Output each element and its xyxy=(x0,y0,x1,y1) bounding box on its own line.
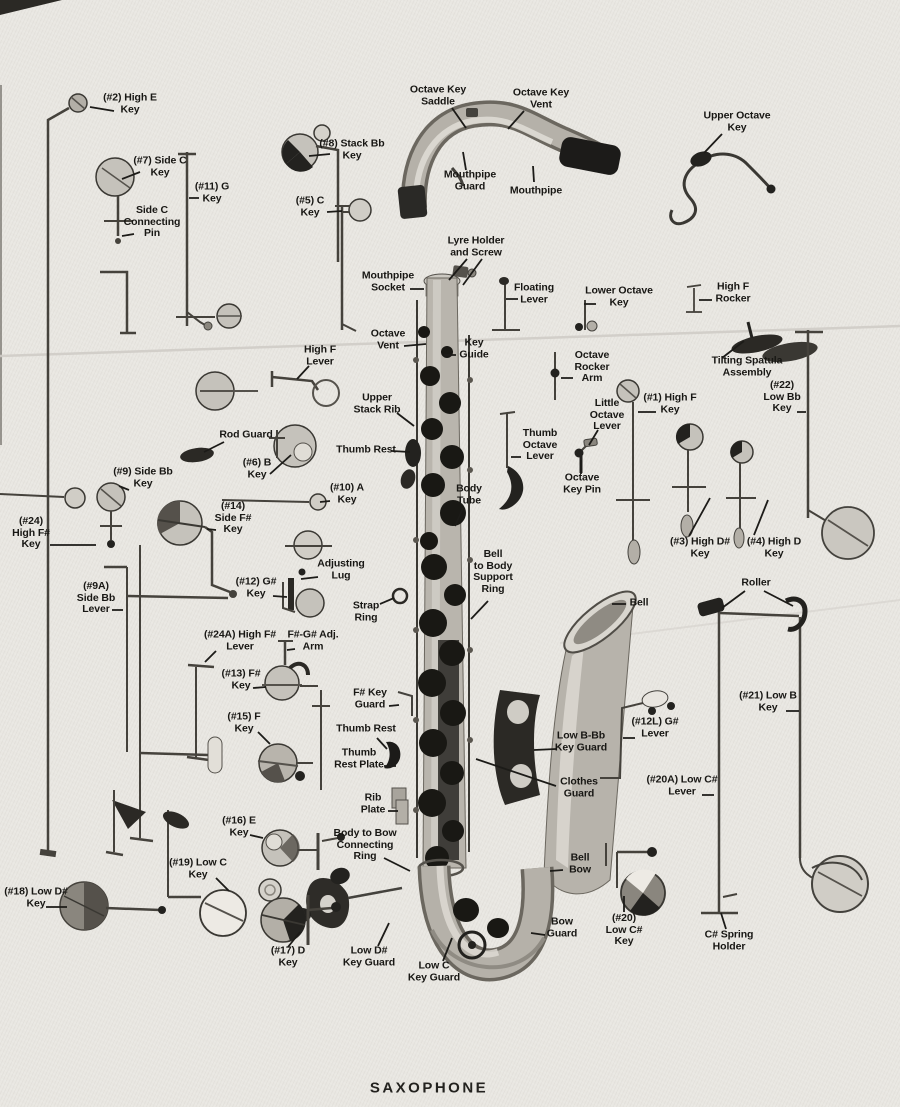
label-18-low-d-sharp-key: (#18) Low D# Key xyxy=(4,885,68,909)
label-c-sharp-spring-holder: C# Spring Holder xyxy=(704,928,754,952)
label-low-d-sharp-key-guard: Low D# Key Guard xyxy=(342,944,396,968)
leader-lines xyxy=(46,106,806,962)
label-strap-ring: Strap Ring xyxy=(352,599,380,623)
label-octave-key-saddle: Octave Key Saddle xyxy=(409,83,467,107)
label-bell-to-body-support-ring: Bell to Body Support Ring xyxy=(473,548,513,595)
label-mouthpipe-socket: Mouthpipe Socket xyxy=(361,269,415,293)
label-mouthpipe-guard: Mouthpipe Guard xyxy=(443,168,497,192)
label-6-b-key: (#6) B Key xyxy=(242,456,272,480)
label-f-sharp-key-guard: F# Key Guard xyxy=(353,686,387,710)
label-24-high-f-sharp-key: (#24) High F# Key xyxy=(12,514,50,550)
label-thumb-rest: Thumb Rest xyxy=(336,443,396,456)
label-bow-guard: Bow Guard xyxy=(546,915,578,939)
body-tube-artwork xyxy=(384,265,477,878)
label-19-low-c-key: (#19) Low C Key xyxy=(169,856,227,880)
right-keys-artwork xyxy=(600,321,875,916)
label-8-stack-bb-key: (#8) Stack Bb Key xyxy=(319,137,385,161)
label-11-g-key: (#11) G Key xyxy=(194,180,230,204)
page-title: SAXOPHONE xyxy=(369,1079,489,1097)
label-key-guide: Key Guide xyxy=(459,336,489,360)
label-high-f-rocker: High F Rocker xyxy=(715,280,751,304)
label-21-low-b-key: (#21) Low B Key xyxy=(739,689,797,713)
label-f-sharp-g-sharp-adj-arm: F#-G# Adj. Arm xyxy=(287,628,339,652)
label-14-side-f-sharp-key: (#14) Side F# Key xyxy=(214,499,252,535)
label-lyre-holder-and-screw: Lyre Holder and Screw xyxy=(447,234,505,258)
label-mouthpipe: Mouthpipe xyxy=(509,184,563,197)
label-15-f-key: (#15) F Key xyxy=(227,710,261,734)
label-20-low-c-sharp-key: (#20) Low C# Key xyxy=(605,911,643,947)
bow-artwork xyxy=(293,865,555,982)
label-rod-guard: Rod Guard xyxy=(219,428,273,441)
label-octave-key-pin: Octave Key Pin xyxy=(563,471,601,495)
label-roller: Roller xyxy=(741,576,771,589)
label-9-side-bb-key: (#9) Side Bb Key xyxy=(113,465,173,489)
label-22-low-bb-key: (#22) Low Bb Key xyxy=(763,378,801,414)
label-thumb-octave-lever: Thumb Octave Lever xyxy=(522,426,558,462)
label-10-a-key: (#10) A Key xyxy=(330,481,364,505)
label-octave-key-vent: Octave Key Vent xyxy=(512,86,570,110)
label-adjusting-lug: Adjusting Lug xyxy=(317,557,365,581)
label-little-octave-lever: Little Octave Lever xyxy=(589,396,625,432)
label-20a-low-c-sharp-lever: (#20A) Low C# Lever xyxy=(646,773,718,797)
label-floating-lever: Floating Lever xyxy=(513,281,555,305)
label-4-high-d-key: (#4) High D Key xyxy=(746,535,802,559)
label-high-f-lever: High F Lever xyxy=(303,343,337,367)
upper-octave-key-artwork xyxy=(669,151,776,226)
label-bell: Bell xyxy=(629,596,649,609)
label-side-c-connecting-pin: Side C Connecting Pin xyxy=(123,203,181,239)
label-12-g-sharp-key: (#12) G# Key xyxy=(235,575,277,599)
label-lower-octave-key: Lower Octave Key xyxy=(585,284,653,308)
label-low-c-key-guard: Low C Key Guard xyxy=(407,959,461,983)
label-body-to-bow-connecting-ring: Body to Bow Connecting Ring xyxy=(333,826,397,862)
bell-artwork xyxy=(493,590,637,895)
label-clothes-guard: Clothes Guard xyxy=(560,775,598,799)
left-keys-artwork xyxy=(0,93,372,945)
label-2-high-e-key: (#2) High E Key xyxy=(103,91,157,115)
label-12l-g-sharp-lever: (#12L) G# Lever xyxy=(631,715,679,739)
label-thumb-rest-plate: Thumb Rest Plate xyxy=(334,746,384,770)
label-upper-stack-rib: Upper Stack Rib xyxy=(353,391,401,415)
label-7-side-c-key: (#7) Side C Key xyxy=(133,154,187,178)
center-parts-artwork xyxy=(492,277,702,510)
label-octave-vent: Octave Vent xyxy=(370,327,406,351)
label-1-high-f-key: (#1) High F Key xyxy=(643,391,697,415)
label-thumb-rest-2: Thumb Rest xyxy=(336,722,396,735)
label-13-f-sharp-key: (#13) F# Key xyxy=(221,667,261,691)
label-24a-high-f-sharp-lever: (#24A) High F# Lever xyxy=(203,628,277,652)
label-upper-octave-key: Upper Octave Key xyxy=(703,109,771,133)
label-body-tube: Body Tube xyxy=(456,482,482,506)
label-3-high-d-sharp-key: (#3) High D# Key xyxy=(669,535,731,559)
label-low-b-bb-key-guard: Low B-Bb Key Guard xyxy=(554,729,608,753)
label-5-c-key: (#5) C Key xyxy=(295,194,325,218)
label-octave-rocker-arm: Octave Rocker Arm xyxy=(574,348,610,384)
label-tilting-spatula-assembly: Tilting Spatula Assembly xyxy=(711,354,783,378)
mouthpipe-artwork xyxy=(397,100,621,219)
label-16-e-key: (#16) E Key xyxy=(222,814,256,838)
label-9a-side-bb-lever: (#9A) Side Bb Lever xyxy=(76,579,116,615)
label-17-d-key: (#17) D Key xyxy=(270,944,306,968)
label-bell-bow: Bell Bow xyxy=(569,851,591,875)
label-rib-plate: Rib Plate xyxy=(360,791,386,815)
